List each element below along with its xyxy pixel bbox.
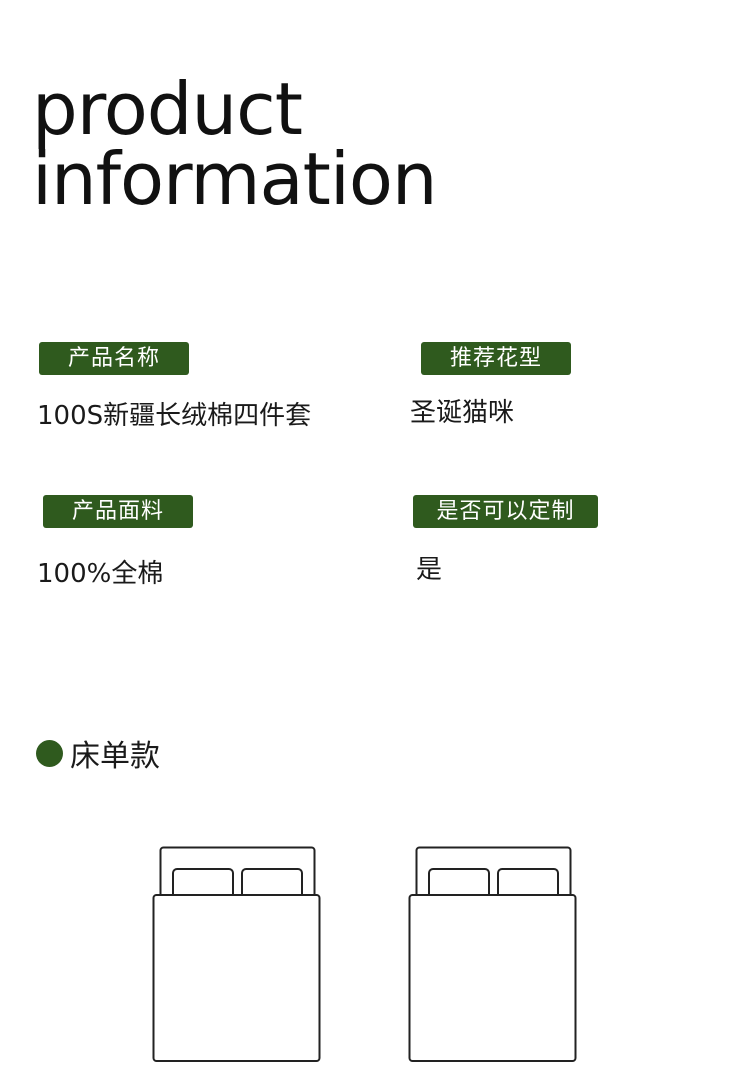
spec-value-customizable: 是 [416, 555, 443, 585]
spec-value-fabric: 100%全棉 [37, 559, 164, 589]
bed-icon [408, 846, 577, 1062]
section-heading: 床单款 [36, 733, 160, 774]
dot-icon [36, 739, 63, 767]
spec-value-pattern: 圣诞猫咪 [410, 398, 515, 428]
spec-label-customizable: 是否可以定制 [413, 495, 598, 528]
page-title: product information [32, 67, 438, 221]
spec-label-fabric: 产品面料 [43, 495, 193, 528]
spec-value-product-name: 100S新疆长绒棉四件套 [37, 401, 312, 431]
page-title-line-2: information [32, 137, 438, 221]
section-title: 床单款 [70, 739, 160, 774]
spec-label-pattern: 推荐花型 [421, 342, 571, 375]
spec-label-product-name: 产品名称 [39, 342, 189, 375]
page-title-line-1: product [32, 67, 303, 151]
bed-icon [152, 846, 321, 1062]
